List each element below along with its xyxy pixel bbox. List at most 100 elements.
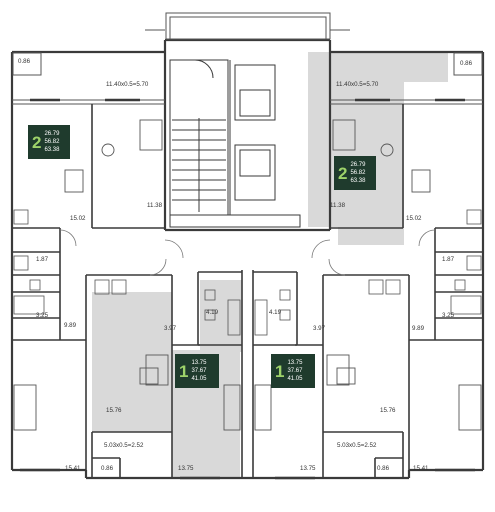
door-r-living <box>418 229 436 247</box>
label-cr-bath: 4.19 <box>269 309 282 316</box>
table-cl <box>139 367 159 385</box>
area-with-loggia: 41.05 <box>287 376 303 382</box>
door-l-living <box>59 229 77 247</box>
area-living: 13.75 <box>287 360 303 366</box>
partitions <box>12 104 483 478</box>
apt-rooms-count: 2 <box>32 132 42 152</box>
apt-badge-2-left[interactable]: 2 26.79 56.82 63.38 <box>28 125 70 159</box>
label-l-hall: 9.89 <box>64 322 77 329</box>
stove-cl <box>111 279 127 295</box>
cr-balcony-small <box>374 457 403 478</box>
label-cr-balcony-small: 0.86 <box>377 465 390 472</box>
apt-badge-2-right[interactable]: 2 26.79 56.82 63.38 <box>334 156 376 190</box>
label-cl-living: 15.76 <box>106 407 122 414</box>
sink-l <box>13 255 29 271</box>
area-total: 56.82 <box>350 170 366 176</box>
area-with-loggia: 41.05 <box>191 376 207 382</box>
stove-cr <box>368 279 384 295</box>
tr-balcony-small-box <box>453 52 483 76</box>
core-bottom-strip <box>169 214 301 228</box>
bed-tr <box>332 119 356 151</box>
wc-cl <box>204 289 216 301</box>
r-living-wall <box>434 227 483 340</box>
tl-bedroom-wall <box>91 104 165 229</box>
sink-cl <box>204 309 216 321</box>
label-cl-bedroom: 13.75 <box>178 465 194 472</box>
cl-loggia-line <box>91 431 172 478</box>
label-l-bath-2: 3.25 <box>36 312 49 319</box>
tr-bedroom-wall <box>330 104 404 229</box>
sink-cr <box>279 309 291 321</box>
door-core-bottom-r <box>311 239 331 259</box>
apt-2-right-lower-fill <box>338 225 404 245</box>
l-bath-box <box>12 251 60 319</box>
label-tr-bedroom: 11.38 <box>330 202 346 209</box>
label-cr-living: 15.76 <box>380 407 396 414</box>
cl-bath-box <box>197 271 242 346</box>
furniture-beds <box>13 119 482 431</box>
area-total: 37.67 <box>287 368 303 374</box>
outer-wall-right-top <box>330 50 485 470</box>
r-bath-box <box>435 251 483 319</box>
r-bottom-bedroom <box>408 339 483 470</box>
cr-loggia-line <box>323 431 404 478</box>
area-total: 37.67 <box>191 368 207 374</box>
apt-areas: 26.79 56.82 63.38 <box>44 130 59 154</box>
area-total: 56.82 <box>44 139 60 145</box>
kitchen-l <box>13 209 29 225</box>
label-cl-bath: 4.19 <box>206 309 219 316</box>
apt-rooms-count: 1 <box>275 361 285 381</box>
label-r-hall: 9.89 <box>412 325 425 332</box>
chair-tr <box>380 143 394 157</box>
highlight-fills <box>92 52 448 477</box>
cr-bath-box <box>253 271 298 346</box>
apt-areas: 13.75 37.67 41.05 <box>287 359 302 383</box>
terrace-rail-inner <box>169 16 327 40</box>
label-tr-living: 15.02 <box>406 215 422 222</box>
apt-2-right-loggia-fill <box>308 52 448 82</box>
area-living: 13.75 <box>191 360 207 366</box>
sink-r <box>466 255 482 271</box>
table-tl <box>64 169 84 193</box>
label-cr-hall: 3.97 <box>313 325 326 332</box>
outer-wall-left-top <box>10 50 165 470</box>
label-br-bedroom: 15.41 <box>413 465 429 472</box>
apt-rooms-count: 1 <box>179 361 189 381</box>
apt-1-left-hall-fill <box>200 280 242 352</box>
apt-areas: 13.75 37.67 41.05 <box>191 359 206 383</box>
tub-r <box>450 295 482 315</box>
door-cr <box>328 258 346 276</box>
cl-apt-outline <box>85 274 173 478</box>
wc-l <box>29 279 41 291</box>
terrace <box>145 12 350 40</box>
bed-bl <box>13 384 37 431</box>
area-with-loggia: 63.38 <box>350 178 366 184</box>
label-cl-hall: 3.97 <box>164 325 177 332</box>
area-living: 26.79 <box>44 131 60 137</box>
label-r-bath-1: 1.87 <box>442 256 455 263</box>
apt-badge-1-right[interactable]: 1 13.75 37.67 41.05 <box>271 354 315 388</box>
label-r-bath-2: 3.25 <box>442 312 455 319</box>
walls <box>10 38 485 480</box>
label-tr-loggia: 11.40x0.5=5.70 <box>336 81 379 88</box>
stair-elevator <box>169 59 301 228</box>
apt-badge-1-left[interactable]: 1 13.75 37.67 41.05 <box>175 354 219 388</box>
label-cl-balcony-small: 0.86 <box>101 465 114 472</box>
bed-br <box>458 384 482 431</box>
elevator-2-car <box>239 149 271 177</box>
kitchen-cl <box>94 279 110 295</box>
c-hall-divider <box>241 270 254 478</box>
windows <box>20 98 475 480</box>
door-arc-core <box>194 59 214 79</box>
l-bottom-bedroom <box>12 339 87 470</box>
label-tl-living: 15.02 <box>70 215 86 222</box>
elevator-1-car <box>239 89 271 117</box>
elevator-1 <box>234 64 276 121</box>
label-tr-balcony-small: 0.86 <box>460 60 473 67</box>
label-cr-loggia: 5.03x0.5=2.52 <box>337 442 377 449</box>
doors <box>59 229 436 276</box>
tub-l <box>13 295 45 315</box>
kitchen-cr <box>385 279 401 295</box>
label-tl-loggia: 11.40x0.5=5.70 <box>106 81 149 88</box>
